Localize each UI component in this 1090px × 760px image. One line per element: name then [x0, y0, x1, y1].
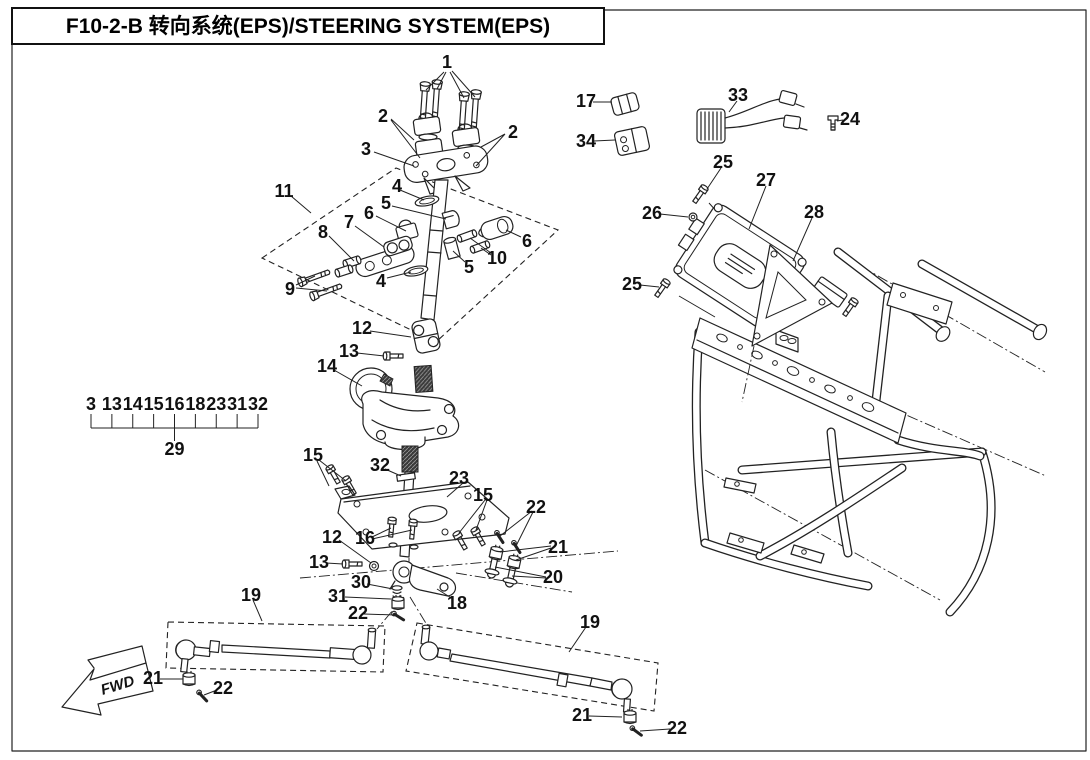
- callout-1-0: 1: [442, 52, 452, 72]
- callout-17-38: 17: [576, 91, 596, 111]
- pitman-arm-group: [299, 528, 619, 630]
- callout-22-34: 22: [213, 678, 233, 698]
- vehicle-frame: [691, 247, 1048, 617]
- frame-bracket-upper: [812, 276, 848, 308]
- callout-21-36: 21: [572, 705, 592, 725]
- connector-block: [613, 126, 651, 156]
- callout-22-37: 22: [667, 718, 687, 738]
- callout-30-28: 30: [351, 572, 371, 592]
- handlebar-clamp-group: [403, 78, 489, 195]
- group-box-19-left: [165, 621, 386, 673]
- callout-19-32: 19: [241, 585, 261, 605]
- callout-32-19: 32: [370, 455, 390, 475]
- fwd-direction-arrow: FWD: [61, 645, 154, 716]
- assembly-note-part-23: 23: [206, 394, 226, 414]
- callout-25-46: 25: [622, 274, 642, 294]
- callout-19-35: 19: [580, 612, 600, 632]
- callout-3-3: 3: [361, 139, 371, 159]
- assembly-note-part-32: 32: [248, 394, 268, 414]
- universal-joint: [411, 318, 441, 354]
- callout-9-9: 9: [285, 279, 295, 299]
- callout-14-17: 14: [317, 356, 337, 376]
- steering-top-plate: [403, 145, 489, 183]
- frame-column-mount: [775, 329, 799, 353]
- callout-21-23: 21: [548, 537, 568, 557]
- assembly-note-part-14: 14: [123, 394, 143, 414]
- assembly-note-part-13: 13: [102, 394, 122, 414]
- callout-28-45: 28: [804, 202, 824, 222]
- pitman-arm: [408, 564, 457, 597]
- callout-6-6: 6: [364, 203, 374, 223]
- callout-24-41: 24: [840, 109, 860, 129]
- callout-5-5: 5: [381, 193, 391, 213]
- callout-21-33: 21: [143, 668, 163, 688]
- group-box-19-right: [405, 622, 659, 712]
- callout-15-21: 15: [473, 485, 493, 505]
- callout-12-15: 12: [352, 318, 372, 338]
- callout-12-26: 12: [322, 527, 342, 547]
- callout-31-29: 31: [328, 586, 348, 606]
- tie-rod-left: [175, 627, 377, 703]
- callout-4-4: 4: [392, 176, 402, 196]
- assembly-note-part-16: 16: [164, 394, 184, 414]
- callout-27-44: 27: [756, 170, 776, 190]
- callout-34-39: 34: [576, 131, 596, 151]
- callout-5-13: 5: [464, 257, 474, 277]
- callout-22-22: 22: [526, 497, 546, 517]
- assembly-note-part-31: 31: [227, 394, 247, 414]
- callout-8-8: 8: [318, 222, 328, 242]
- wiring-harness: [696, 89, 808, 144]
- eps-controller-group: [652, 183, 833, 403]
- connector-cap: [610, 92, 640, 116]
- eps-bracket: [751, 244, 833, 347]
- assembly-note-part-15: 15: [144, 394, 164, 414]
- callout-23-20: 23: [449, 468, 469, 488]
- electrical-parts: [610, 89, 839, 156]
- callout-4-12: 4: [376, 271, 386, 291]
- group-box-11: [260, 167, 560, 343]
- callout-10-10: 10: [487, 248, 507, 268]
- leader-lines: [160, 70, 844, 732]
- callout-7-7: 7: [344, 212, 354, 232]
- callout-2-2: 2: [508, 122, 518, 142]
- callout-25-42: 25: [713, 152, 733, 172]
- tie-rod-right: [419, 624, 645, 737]
- assembly-note-assembly-label: 29: [164, 439, 184, 459]
- callout-2-1: 2: [378, 106, 388, 126]
- callout-6-14: 6: [522, 231, 532, 251]
- page-border: F10-2-B 转向系统(EPS)/STEERING SYSTEM(EPS): [11, 7, 1087, 752]
- callout-15-18: 15: [303, 445, 323, 465]
- callout-13-16: 13: [339, 341, 359, 361]
- assembly-note-part-18: 18: [185, 394, 205, 414]
- dashed-group-boxes: [165, 167, 659, 712]
- callout-22-31: 22: [348, 603, 368, 623]
- callout-33-40: 33: [728, 85, 748, 105]
- eps-motor-unit: [349, 367, 460, 574]
- callout-16-25: 16: [355, 528, 375, 548]
- diagram-title: F10-2-B 转向系统(EPS)/STEERING SYSTEM(EPS): [66, 14, 550, 38]
- callout-13-27: 13: [309, 552, 329, 572]
- mount-plate-group: [324, 463, 510, 552]
- callout-20-24: 20: [543, 567, 563, 587]
- assembly-note-part-3: 3: [86, 394, 96, 414]
- callout-11-11: 11: [274, 181, 293, 201]
- push-pin: [827, 115, 839, 131]
- callout-26-43: 26: [642, 203, 662, 223]
- column-bushing-group: [296, 195, 514, 302]
- title-box: [11, 7, 605, 45]
- callout-18-30: 18: [447, 593, 467, 613]
